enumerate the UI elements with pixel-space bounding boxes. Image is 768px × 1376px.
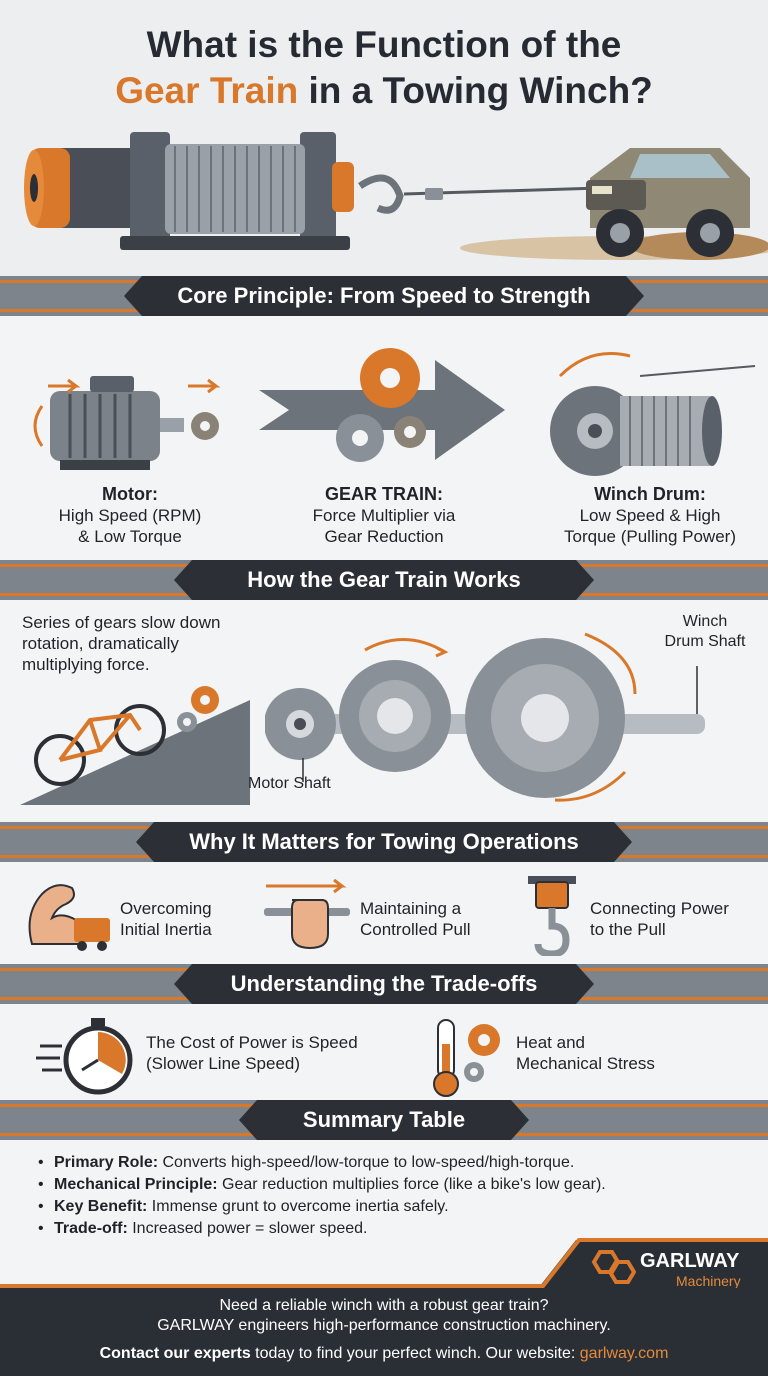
how-description-line3: multiplying force. (22, 655, 150, 674)
how-description: Series of gears slow down rotation, dram… (22, 612, 282, 675)
section-band-why: Why It Matters for Towing Operations (0, 822, 768, 862)
how-description-line1: Series of gears slow down (22, 613, 221, 632)
trade-item-heat-line2: Mechanical Stress (516, 1054, 655, 1073)
why-item-controlled-pull: Maintaining a Controlled Pull (360, 898, 471, 940)
motor-shaft-label: Motor Shaft (248, 775, 331, 792)
why-item-connecting-power-line2: to the Pull (590, 920, 666, 939)
how-it-works-panel: Series of gears slow down rotation, dram… (0, 600, 768, 822)
core-item-winch-drum: Winch Drum: Low Speed & High Torque (Pul… (535, 484, 765, 547)
footer-website-link[interactable]: garlway.com (579, 1345, 669, 1362)
summary-item-text: Gear reduction multiplies force (like a … (217, 1176, 606, 1193)
summary-item: Trade-off: Increased power = slower spee… (36, 1218, 756, 1240)
why-item-controlled-pull-line2: Controlled Pull (360, 920, 471, 939)
summary-item-text: Increased power = slower speed. (127, 1220, 368, 1237)
title-line-1: What is the Function of the (146, 24, 622, 65)
core-item-motor-line1: High Speed (RPM) (58, 506, 202, 525)
footer-cta: Contact our experts today to find your p… (0, 1344, 768, 1364)
brand-sub: Machinery (676, 1273, 741, 1289)
summary-item-text: Converts high-speed/low-torque to low-sp… (158, 1154, 575, 1171)
section-heading-summary: Summary Table (239, 1100, 529, 1140)
title-accent: Gear Train (115, 70, 299, 111)
summary-item: Mechanical Principle: Gear reduction mul… (36, 1174, 756, 1196)
core-item-motor-line2: & Low Torque (78, 527, 182, 546)
footer-cta-text: today to find your perfect winch. Our we… (250, 1345, 580, 1362)
why-item-inertia-line2: Initial Inertia (120, 920, 212, 939)
section-band-core: Core Principle: From Speed to Strength (0, 276, 768, 316)
core-principle-panel: Motor: High Speed (RPM) & Low Torque GEA… (0, 316, 768, 560)
section-heading-why: Why It Matters for Towing Operations (136, 822, 632, 862)
summary-item-label: Key Benefit: (54, 1198, 148, 1215)
trade-item-heat: Heat and Mechanical Stress (516, 1032, 655, 1074)
section-heading-trade: Understanding the Trade-offs (174, 964, 594, 1004)
thermometer-gear-icon (433, 1019, 500, 1097)
core-item-gear-train-line2: Gear Reduction (324, 527, 444, 546)
garlway-logo-icon (591, 1250, 636, 1284)
footer-line-1: Need a reliable winch with a robust gear… (219, 1297, 549, 1314)
gear-train-diagram (265, 632, 705, 802)
hook-icon (528, 876, 576, 956)
footer: Need a reliable winch with a robust gear… (0, 1288, 768, 1376)
drum-shaft-label-line1: Winch (682, 613, 728, 630)
summary-item-text: Immense grunt to overcome inertia safely… (147, 1198, 449, 1215)
electric-motor-icon (33, 376, 221, 470)
core-item-motor-title: Motor: (102, 484, 158, 504)
core-item-gear-train-title: GEAR TRAIN: (325, 484, 443, 504)
summary-list: Primary Role: Converts high-speed/low-to… (36, 1152, 756, 1240)
core-item-winch-drum-line1: Low Speed & High (579, 506, 721, 525)
summary-item-label: Primary Role: (54, 1154, 159, 1171)
summary-item-label: Mechanical Principle: (54, 1176, 218, 1193)
page-title: What is the Function of the Gear Train i… (0, 22, 768, 114)
winch-drum-icon (550, 352, 756, 476)
why-item-inertia-line1: Overcoming (120, 899, 212, 918)
drum-shaft-label-line2: Drum Shaft (664, 633, 746, 650)
section-band-trade: Understanding the Trade-offs (0, 964, 768, 1004)
bicycle-hill-icon (20, 686, 250, 805)
summary-item: Primary Role: Converts high-speed/low-to… (36, 1152, 756, 1174)
footer-cta-bold[interactable]: Contact our experts (99, 1345, 251, 1362)
trade-item-speed: The Cost of Power is Speed (Slower Line … (146, 1032, 358, 1074)
why-item-connecting-power: Connecting Power to the Pull (590, 898, 729, 940)
title-line-2: Gear Train in a Towing Winch? (0, 68, 768, 114)
fist-rope-icon (264, 878, 350, 950)
summary-item: Key Benefit: Immense grunt to overcome i… (36, 1196, 756, 1218)
why-item-inertia: Overcoming Initial Inertia (120, 898, 212, 940)
hero-winch-truck-illustration (24, 132, 768, 260)
trade-offs-panel: The Cost of Power is Speed (Slower Line … (0, 1004, 768, 1100)
core-item-gear-train-line1: Force Multiplier via (312, 506, 456, 525)
section-band-summary: Summary Table (0, 1100, 768, 1140)
core-item-motor: Motor: High Speed (RPM) & Low Torque (20, 484, 240, 547)
core-item-winch-drum-line2: Torque (Pulling Power) (564, 527, 736, 546)
section-band-how: How the Gear Train Works (0, 560, 768, 600)
summary-item-label: Trade-off: (54, 1220, 128, 1237)
why-item-controlled-pull-line1: Maintaining a (360, 899, 462, 918)
brand-name: GARLWAY (640, 1250, 740, 1272)
trade-item-speed-line2: (Slower Line Speed) (146, 1054, 301, 1073)
stopwatch-icon (36, 1018, 133, 1095)
section-heading-core: Core Principle: From Speed to Strength (124, 276, 644, 316)
why-it-matters-panel: Overcoming Initial Inertia Maintaining a… (0, 862, 768, 964)
brand-strip (0, 1238, 768, 1290)
trade-item-speed-line1: The Cost of Power is Speed (146, 1033, 358, 1052)
flexed-arm-icon (28, 884, 110, 951)
how-description-line2: rotation, dramatically (22, 634, 179, 653)
core-item-winch-drum-title: Winch Drum: (594, 484, 706, 504)
footer-line-2: GARLWAY engineers high-performance const… (157, 1317, 611, 1334)
trade-item-heat-line1: Heat and (516, 1033, 585, 1052)
gear-arrow-icon (259, 348, 505, 462)
why-item-connecting-power-line1: Connecting Power (590, 899, 729, 918)
section-heading-how: How the Gear Train Works (174, 560, 594, 600)
core-item-gear-train: GEAR TRAIN: Force Multiplier via Gear Re… (274, 484, 494, 547)
drum-shaft-label: Winch Drum Shaft (650, 612, 760, 652)
title-rest: in a Towing Winch? (298, 70, 653, 111)
